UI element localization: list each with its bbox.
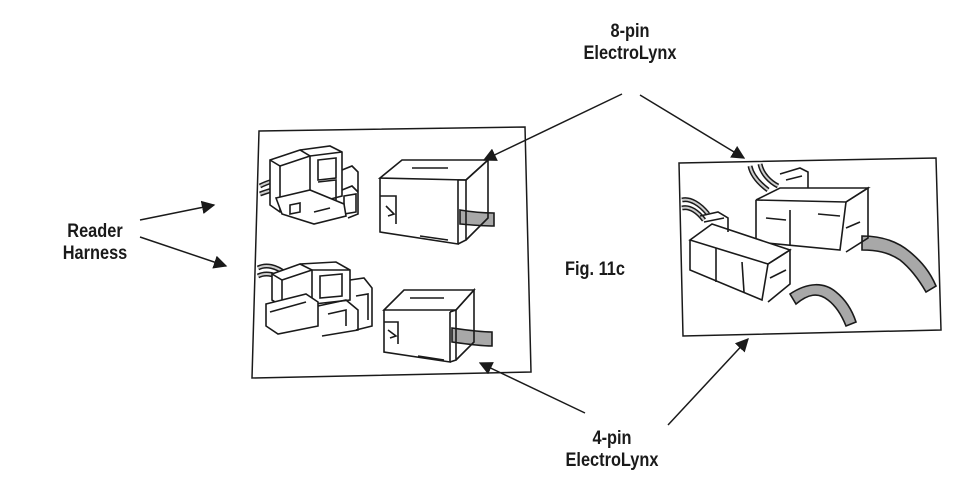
left-connector-panel (251, 126, 532, 379)
arrow-4pin-to-right-panel (667, 338, 749, 426)
label-reader-line1: Reader (67, 221, 123, 242)
reader-harness-4pin-connector (256, 261, 373, 337)
figure-caption: Fig. 11c (565, 259, 625, 280)
label-reader-line2: Harness (62, 243, 128, 264)
callout-arrows (139, 93, 749, 426)
electrolynx-4pin-housing (382, 287, 493, 363)
label-reader-harness: Reader Harness (48, 221, 143, 265)
label-8pin-electrolynx: 8-pin ElectroLynx (566, 21, 695, 65)
mated-4pin-connector (681, 197, 857, 328)
electrolynx-8pin-housing (377, 158, 495, 245)
reader-harness-8pin-connector (258, 145, 359, 225)
arrow-reader-to-bottom-connector (139, 236, 228, 269)
label-8pin-line2: ElectroLynx (583, 43, 677, 64)
label-4pin-line1: 4-pin (592, 428, 632, 449)
label-4pin-line2: ElectroLynx (565, 450, 659, 471)
arrow-8pin-to-right-panel (639, 94, 746, 159)
arrow-4pin-to-left-panel (478, 362, 586, 414)
label-8pin-line1: 8-pin (610, 21, 650, 42)
arrow-8pin-to-left-panel (482, 93, 623, 161)
label-4pin-electrolynx: 4-pin ElectroLynx (548, 428, 677, 472)
mated-8pin-connector (747, 163, 938, 294)
right-connector-panel (678, 157, 942, 337)
arrow-reader-to-top-connector (139, 200, 216, 221)
